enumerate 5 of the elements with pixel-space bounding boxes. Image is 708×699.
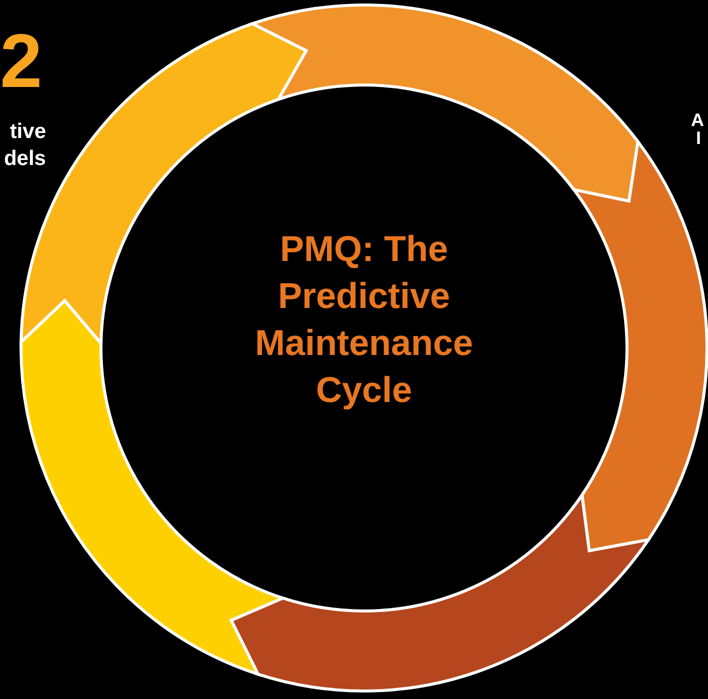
step-caption: I (696, 128, 702, 148)
step-caption: A (691, 110, 704, 130)
center-title: PMQ: The Predictive Maintenance Cycle (254, 227, 474, 412)
step-number: 2 (0, 22, 42, 102)
step-caption: tive dels (2, 119, 46, 172)
